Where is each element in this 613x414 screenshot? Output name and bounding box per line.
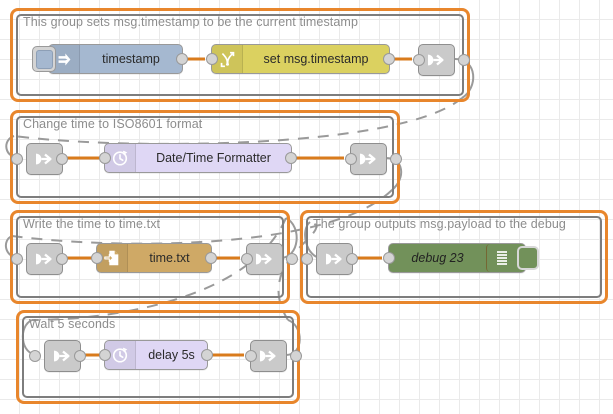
node-link-in-2[interactable] bbox=[11, 143, 68, 175]
group-label: Wait 5 seconds bbox=[29, 317, 116, 331]
input-port[interactable] bbox=[99, 152, 111, 164]
link-in-icon bbox=[27, 144, 62, 174]
output-port[interactable] bbox=[285, 152, 297, 164]
node-datetime-formatter[interactable]: Date/Time Formatter bbox=[99, 143, 297, 173]
link-in-icon bbox=[27, 244, 62, 274]
node-change-set-timestamp[interactable]: set msg.timestamp bbox=[206, 44, 395, 74]
group-label: The group outputs msg.payload to the deb… bbox=[313, 217, 566, 231]
virtual-link-port[interactable] bbox=[458, 54, 470, 66]
link-in-icon bbox=[45, 341, 80, 371]
group-label: Change time to ISO8601 format bbox=[23, 117, 203, 131]
node-link-in-3[interactable] bbox=[11, 243, 68, 275]
output-port[interactable] bbox=[201, 349, 213, 361]
node-link-out-3[interactable] bbox=[241, 243, 298, 275]
node-link-in-4[interactable] bbox=[301, 243, 358, 275]
link-out-icon bbox=[351, 144, 386, 174]
input-port[interactable] bbox=[413, 54, 425, 66]
input-port[interactable] bbox=[245, 350, 257, 362]
node-label: timestamp bbox=[102, 52, 160, 66]
node-debug-23[interactable]: debug 23 bbox=[383, 243, 539, 273]
input-port[interactable] bbox=[383, 252, 395, 264]
node-label: delay 5s bbox=[148, 348, 195, 362]
input-port[interactable] bbox=[91, 252, 103, 264]
node-delay-5s[interactable]: delay 5s bbox=[99, 340, 213, 370]
virtual-link-port[interactable] bbox=[286, 253, 298, 265]
link-in-icon bbox=[317, 244, 352, 274]
input-port[interactable] bbox=[345, 153, 357, 165]
node-label: debug 23 bbox=[411, 251, 464, 265]
node-link-out-5[interactable] bbox=[245, 340, 302, 372]
inject-trigger-button[interactable] bbox=[32, 46, 56, 72]
output-port[interactable] bbox=[56, 153, 68, 165]
link-out-icon bbox=[419, 45, 454, 75]
link-out-icon bbox=[247, 244, 282, 274]
debug-enable-toggle[interactable] bbox=[517, 246, 539, 270]
group-label: Write the time to time.txt bbox=[23, 217, 161, 231]
virtual-link-port[interactable] bbox=[301, 253, 313, 265]
inject-button-face bbox=[35, 49, 53, 69]
output-port[interactable] bbox=[56, 253, 68, 265]
output-port[interactable] bbox=[176, 53, 188, 65]
group-label: This group sets msg.timestamp to be the … bbox=[23, 15, 358, 29]
node-link-out-2[interactable] bbox=[345, 143, 402, 175]
link-out-icon bbox=[251, 341, 286, 371]
node-inject-timestamp[interactable]: timestamp bbox=[32, 44, 188, 74]
virtual-link-port[interactable] bbox=[290, 350, 302, 362]
node-link-in-5[interactable] bbox=[29, 340, 86, 372]
output-port[interactable] bbox=[346, 253, 358, 265]
input-port[interactable] bbox=[241, 253, 253, 265]
node-label: Date/Time Formatter bbox=[156, 151, 271, 165]
input-port[interactable] bbox=[206, 53, 218, 65]
input-port[interactable] bbox=[99, 349, 111, 361]
node-link-out-1[interactable] bbox=[413, 44, 470, 76]
node-label: set msg.timestamp bbox=[263, 52, 369, 66]
virtual-link-port[interactable] bbox=[11, 253, 23, 265]
node-file-write[interactable]: time.txt bbox=[91, 243, 217, 273]
virtual-link-port[interactable] bbox=[11, 153, 23, 165]
debug-lines-icon bbox=[486, 244, 517, 272]
output-port[interactable] bbox=[383, 53, 395, 65]
output-port[interactable] bbox=[205, 252, 217, 264]
virtual-link-port[interactable] bbox=[29, 350, 41, 362]
output-port[interactable] bbox=[74, 350, 86, 362]
node-label: time.txt bbox=[149, 251, 190, 265]
virtual-link-port[interactable] bbox=[390, 153, 402, 165]
